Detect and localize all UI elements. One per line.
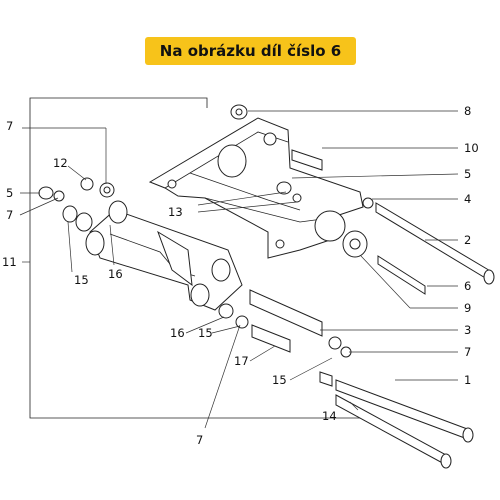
callout-15: 15 [272,373,287,387]
callout-15: 15 [74,273,89,287]
callout-14: 14 [322,409,337,423]
callout-16: 16 [108,267,123,281]
callout-7: 7 [464,345,471,359]
callout-9: 9 [464,301,471,315]
small-parts [38,104,374,358]
spacer-tubes [249,149,333,387]
callout-7: 7 [6,119,13,133]
swingarm-body [85,200,243,311]
callout-12: 12 [53,156,68,170]
callout-10: 10 [464,141,479,155]
callout-3: 3 [464,323,471,337]
callout-4: 4 [464,192,471,206]
swingarm-frame [148,117,364,259]
callout-8: 8 [464,104,471,118]
callout-labels: 8 10 5 4 2 6 9 3 7 1 14 7 17 15 16 15 16… [2,104,479,447]
callout-1: 1 [464,373,471,387]
leader-lines [19,110,459,429]
callout-13: 13 [168,205,183,219]
banner-title: Na obrázku díl číslo 6 [159,42,342,60]
callout-11: 11 [2,255,17,269]
callout-16: 16 [170,326,185,340]
axle-bolts [335,202,495,469]
callout-6: 6 [464,279,471,293]
callout-7: 7 [196,433,203,447]
callout-5: 5 [6,186,13,200]
title-banner: Na obrázku díl číslo 6 [145,37,356,65]
callout-5: 5 [464,167,471,181]
callout-2: 2 [464,233,471,247]
callout-17: 17 [234,354,249,368]
callout-7: 7 [6,208,13,222]
callout-15: 15 [198,326,213,340]
